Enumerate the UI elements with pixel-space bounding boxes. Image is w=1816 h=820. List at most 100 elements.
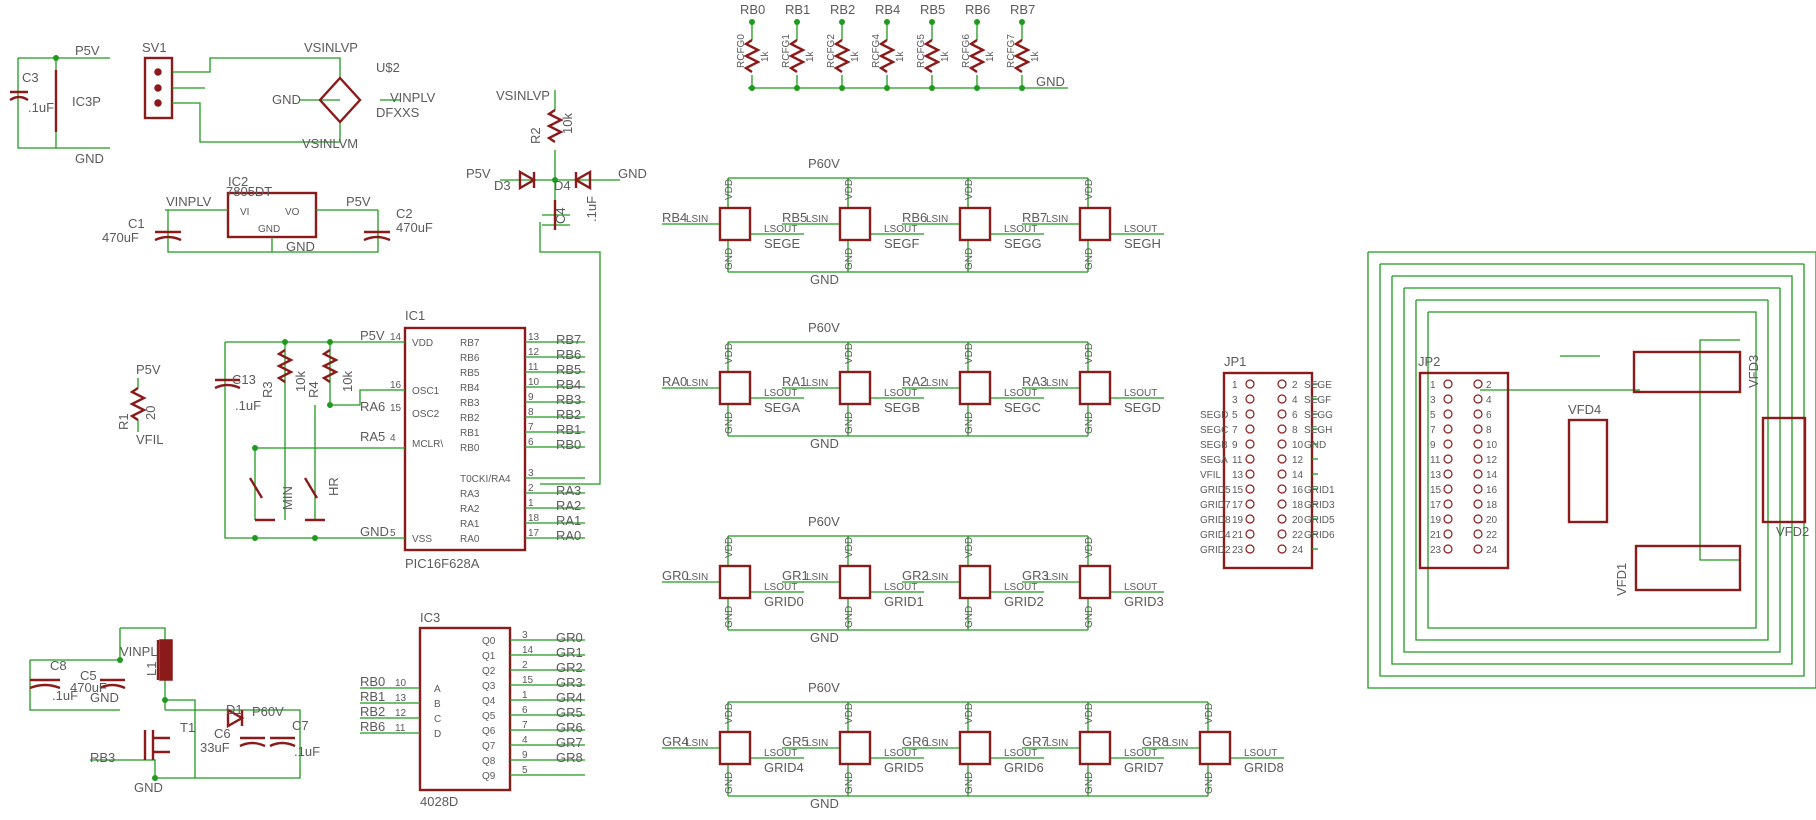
ic3-in-num: 12 [395,708,407,719]
mcu-left-pin: OSC1 [412,386,440,397]
c4-value: .1uF [584,196,599,222]
driver-vdd-pin: VDD [724,537,735,558]
jp1-left-num: 17 [1232,500,1244,511]
driver-wire [662,178,804,272]
jp1-left-num: 11 [1232,455,1243,466]
jp1-pin-right [1277,469,1287,479]
mcu-right-net: RA1 [556,513,581,528]
c2-value: 470uF [396,220,433,235]
jp2-label: JP2 [1418,354,1440,369]
r1-label: R1 [116,413,131,430]
rcfg-value: 1k [985,50,996,62]
mcu-right-num: 6 [528,437,534,448]
driver-output: SEGB [884,400,920,415]
ic3-in-num: 13 [395,693,407,704]
driver-lsout: LSOUT [1004,748,1037,759]
jp2-pin-right [1473,544,1483,554]
vinpl-label: VINPL [120,644,158,659]
mcu-right-net: RB3 [556,392,581,407]
reg-gnd: GND [258,224,280,235]
rcfg-junction-top [1019,19,1025,25]
jp2-left-num: 17 [1430,500,1442,511]
ic3-in-net: RB0 [360,674,385,689]
mcu-right-pin: RA3 [460,489,480,500]
mcu-right-net: RB7 [556,332,581,347]
rcfg-junction-bottom [974,85,980,91]
jp2-pin-right [1473,454,1483,464]
jp2-pin-left [1443,454,1453,464]
jp1-right-net: SEGF [1304,395,1331,406]
min-label: MIN [280,486,295,510]
jp1-right-net: SEGH [1304,425,1332,436]
driver-vdd-net: P60V [808,514,840,529]
jp1-pin-left [1245,424,1255,434]
ic3-out-pin: Q3 [482,681,496,692]
jp1-pin-right [1277,439,1287,449]
jp2-pin-right [1473,394,1483,404]
jp1-right-num: 20 [1292,515,1304,526]
jp2-pin-left [1443,529,1453,539]
driver-lsin: LSIN [926,214,948,225]
driver-gnd-pin: GND [724,772,735,794]
jp1-left-net: GRID2 [1200,545,1231,556]
driver-lsin: LSIN [806,572,828,583]
mcu-right-num: 17 [528,528,540,539]
ic3-in-pin: D [434,729,441,740]
rcfg-junction-bottom [794,85,800,91]
ic1-label: IC1 [405,308,425,323]
reg-vinplv: VINPLV [166,194,212,209]
mcu-right-num: 18 [528,513,540,524]
rcfg-name: RCFG5 [916,34,927,68]
driver-input: GR8 [1142,734,1169,749]
jp2-left-num: 9 [1430,440,1436,451]
driver-gnd-net: GND [810,630,839,645]
mcu-left-num: 15 [390,403,402,414]
ic3-out-net: GR5 [556,705,583,720]
jp1-right-net: GND [1304,440,1326,451]
rcfg-junction-top [974,19,980,25]
mcu-right-pin: RB1 [460,428,480,439]
mcu-right-net: RA0 [556,528,581,543]
driver-lsout: LSOUT [764,748,797,759]
jp1-left-net: SEGA [1200,455,1228,466]
jp2-right-num: 16 [1486,485,1498,496]
ic3-out-pin: Q9 [482,771,496,782]
driver-lsin: LSIN [1046,738,1068,749]
driver-block [838,206,872,242]
driver-input: RB5 [782,210,807,225]
jp1-right-num: 18 [1292,500,1304,511]
mcu-right-pin: RB0 [460,443,480,454]
driver-lsin: LSIN [926,378,948,389]
rcfg-top-net: RB0 [740,2,765,17]
driver-lsin: LSIN [1046,214,1068,225]
ic2-label: IC2 [228,174,248,189]
driver-lsout: LSOUT [1124,224,1157,235]
driver-lsout: LSOUT [1004,388,1037,399]
mcu-left-num: 16 [390,380,402,391]
boost-gnd: GND [90,690,119,705]
driver-gnd-pin: GND [724,248,735,270]
vinplv-label: VINPLV [390,90,436,105]
rb3-label: RB3 [90,750,115,765]
driver-input: RA3 [1022,374,1047,389]
mcu-right-num: 11 [528,362,539,373]
driver-lsout: LSOUT [764,224,797,235]
jp1-pin-right [1277,394,1287,404]
jp1-label: JP1 [1224,354,1246,369]
jp1-left-num: 1 [1232,380,1238,391]
driver-vdd-net: P60V [808,320,840,335]
driver-gnd-pin: GND [964,606,975,628]
driver-wire [1022,342,1164,436]
ic3-out-pin: Q2 [482,666,496,677]
driver-gnd-pin: GND [844,606,855,628]
jp1-left-num: 15 [1232,485,1244,496]
mcu-right-pin: RB4 [460,383,480,394]
jp1-pin-right [1277,424,1287,434]
c6-label: C6 [214,726,231,741]
driver-lsin: LSIN [926,738,948,749]
rcfg-value: 1k [1030,50,1041,62]
driver-lsin: LSIN [686,378,708,389]
rcfg-value: 1k [760,50,771,62]
mcu-right-pin: RB6 [460,353,480,364]
